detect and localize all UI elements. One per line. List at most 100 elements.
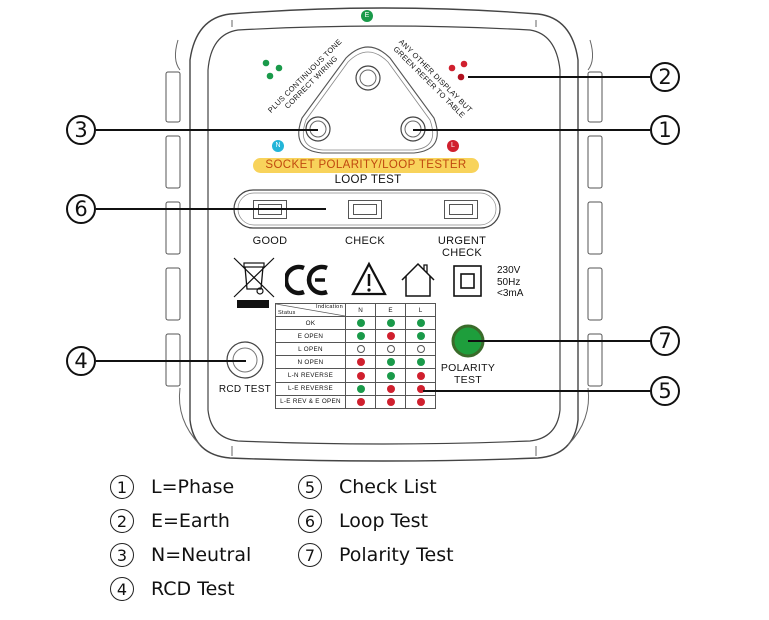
callout-line-7	[468, 340, 650, 342]
red-led-icon	[356, 371, 365, 380]
callout-line-4	[96, 360, 246, 362]
callout-4: 4	[66, 346, 96, 376]
indication-cell-l	[405, 329, 436, 344]
red-led-icon	[356, 397, 365, 406]
off-led-icon	[356, 345, 365, 354]
indication-cell-l	[405, 342, 436, 357]
indication-cell-e	[375, 381, 406, 396]
off-led-icon	[386, 345, 395, 354]
table-row: L OPEN	[275, 342, 436, 357]
indication-cell-n	[345, 329, 376, 344]
green-led-icon	[356, 384, 365, 393]
red-led-icon	[386, 332, 395, 341]
product-title-banner: SOCKET POLARITY/LOOP TESTER	[253, 158, 479, 173]
weee-bin-icon	[233, 257, 275, 308]
callout-line-1	[413, 129, 650, 131]
indication-cell-n	[345, 355, 376, 370]
warning-triangle-icon	[351, 261, 387, 296]
loop-test-title: LOOP TEST	[334, 174, 402, 186]
earth-pin-hole	[355, 65, 381, 91]
electrical-spec: 230V 50Hz <3mA	[497, 265, 523, 300]
indication-cell-l	[405, 381, 436, 396]
indication-cell-n	[345, 381, 376, 396]
neutral-pin-hole	[305, 116, 331, 142]
good-label: GOOD	[252, 235, 288, 247]
green-led-icon	[386, 319, 395, 328]
red-led-cluster-icon	[448, 60, 468, 81]
table-header-row: Status Indication N E L	[275, 302, 436, 318]
green-led-icon	[386, 358, 395, 367]
legend-number-badge: 4	[110, 577, 134, 601]
house-icon	[401, 262, 435, 297]
green-led-icon	[416, 332, 425, 341]
indication-cell-n	[345, 316, 376, 331]
status-cell: L-E REV & E OPEN	[275, 394, 346, 409]
legend-number-badge: 1	[110, 475, 134, 499]
indication-header: Indication	[316, 304, 343, 311]
check-label: CHECK	[344, 235, 385, 247]
legend-text: Polarity Test	[339, 544, 454, 566]
indication-cell-e	[375, 342, 406, 357]
indication-cell-n	[345, 368, 376, 383]
status-cell: OK	[275, 316, 346, 331]
green-led-icon	[416, 358, 425, 367]
polarity-label-line: POLARITY	[440, 362, 496, 374]
indication-cell-n	[345, 342, 376, 357]
table-row: L-E REVERSE	[275, 381, 436, 396]
legend-item: 4 RCD Test	[110, 577, 235, 601]
legend-number-badge: 7	[298, 543, 322, 567]
column-header-e: E	[375, 302, 406, 318]
check-indicator-lamp	[348, 200, 382, 219]
rcd-test-label: RCD TEST	[218, 384, 272, 395]
off-led-icon	[416, 345, 425, 354]
red-led-icon	[386, 397, 395, 406]
legend-item: 7 Polarity Test	[298, 543, 454, 567]
green-led-icon	[356, 332, 365, 341]
legend-text: RCD Test	[151, 578, 235, 600]
green-led-icon	[356, 319, 365, 328]
green-led-cluster-icon	[262, 59, 283, 80]
status-cell: L OPEN	[275, 342, 346, 357]
red-led-icon	[356, 358, 365, 367]
callout-7: 7	[650, 326, 680, 356]
legend-text: L=Phase	[151, 476, 235, 498]
live-pin-badge: L	[447, 140, 459, 152]
status-cell: N OPEN	[275, 355, 346, 370]
callout-6: 6	[66, 194, 96, 224]
voltage-rating: 230V	[497, 265, 521, 276]
status-cell: E OPEN	[275, 329, 346, 344]
earth-pin-badge: E	[361, 10, 373, 22]
table-row: OK	[275, 316, 436, 331]
double-insulation-icon	[453, 265, 482, 297]
callout-line-5	[423, 390, 650, 392]
indication-cell-e	[375, 316, 406, 331]
table-row: E OPEN	[275, 329, 436, 344]
indication-cell-e	[375, 368, 406, 383]
status-indication-header: Status Indication	[275, 302, 346, 318]
legend-item: 1 L=Phase	[110, 475, 234, 499]
status-cell: L-E REVERSE	[275, 381, 346, 396]
callout-line-2	[468, 76, 650, 78]
table-row: N OPEN	[275, 355, 436, 370]
indication-cell-l	[405, 316, 436, 331]
column-header-l: L	[405, 302, 436, 318]
callout-5: 5	[650, 376, 680, 406]
indication-cell-l	[405, 394, 436, 409]
urgent-check-indicator-lamp	[444, 200, 478, 219]
callout-1: 1	[650, 115, 680, 145]
legend-text: N=Neutral	[151, 544, 252, 566]
frequency-rating: 50Hz	[497, 276, 521, 288]
red-led-icon	[416, 397, 425, 406]
indication-cell-e	[375, 394, 406, 409]
polarity-test-label: POLARITY TEST	[438, 362, 498, 386]
indication-cell-e	[375, 355, 406, 370]
indication-cell-l	[405, 368, 436, 383]
legend-text: Check List	[339, 476, 437, 498]
legend-number-badge: 5	[298, 475, 322, 499]
legend-item: 5 Check List	[298, 475, 437, 499]
